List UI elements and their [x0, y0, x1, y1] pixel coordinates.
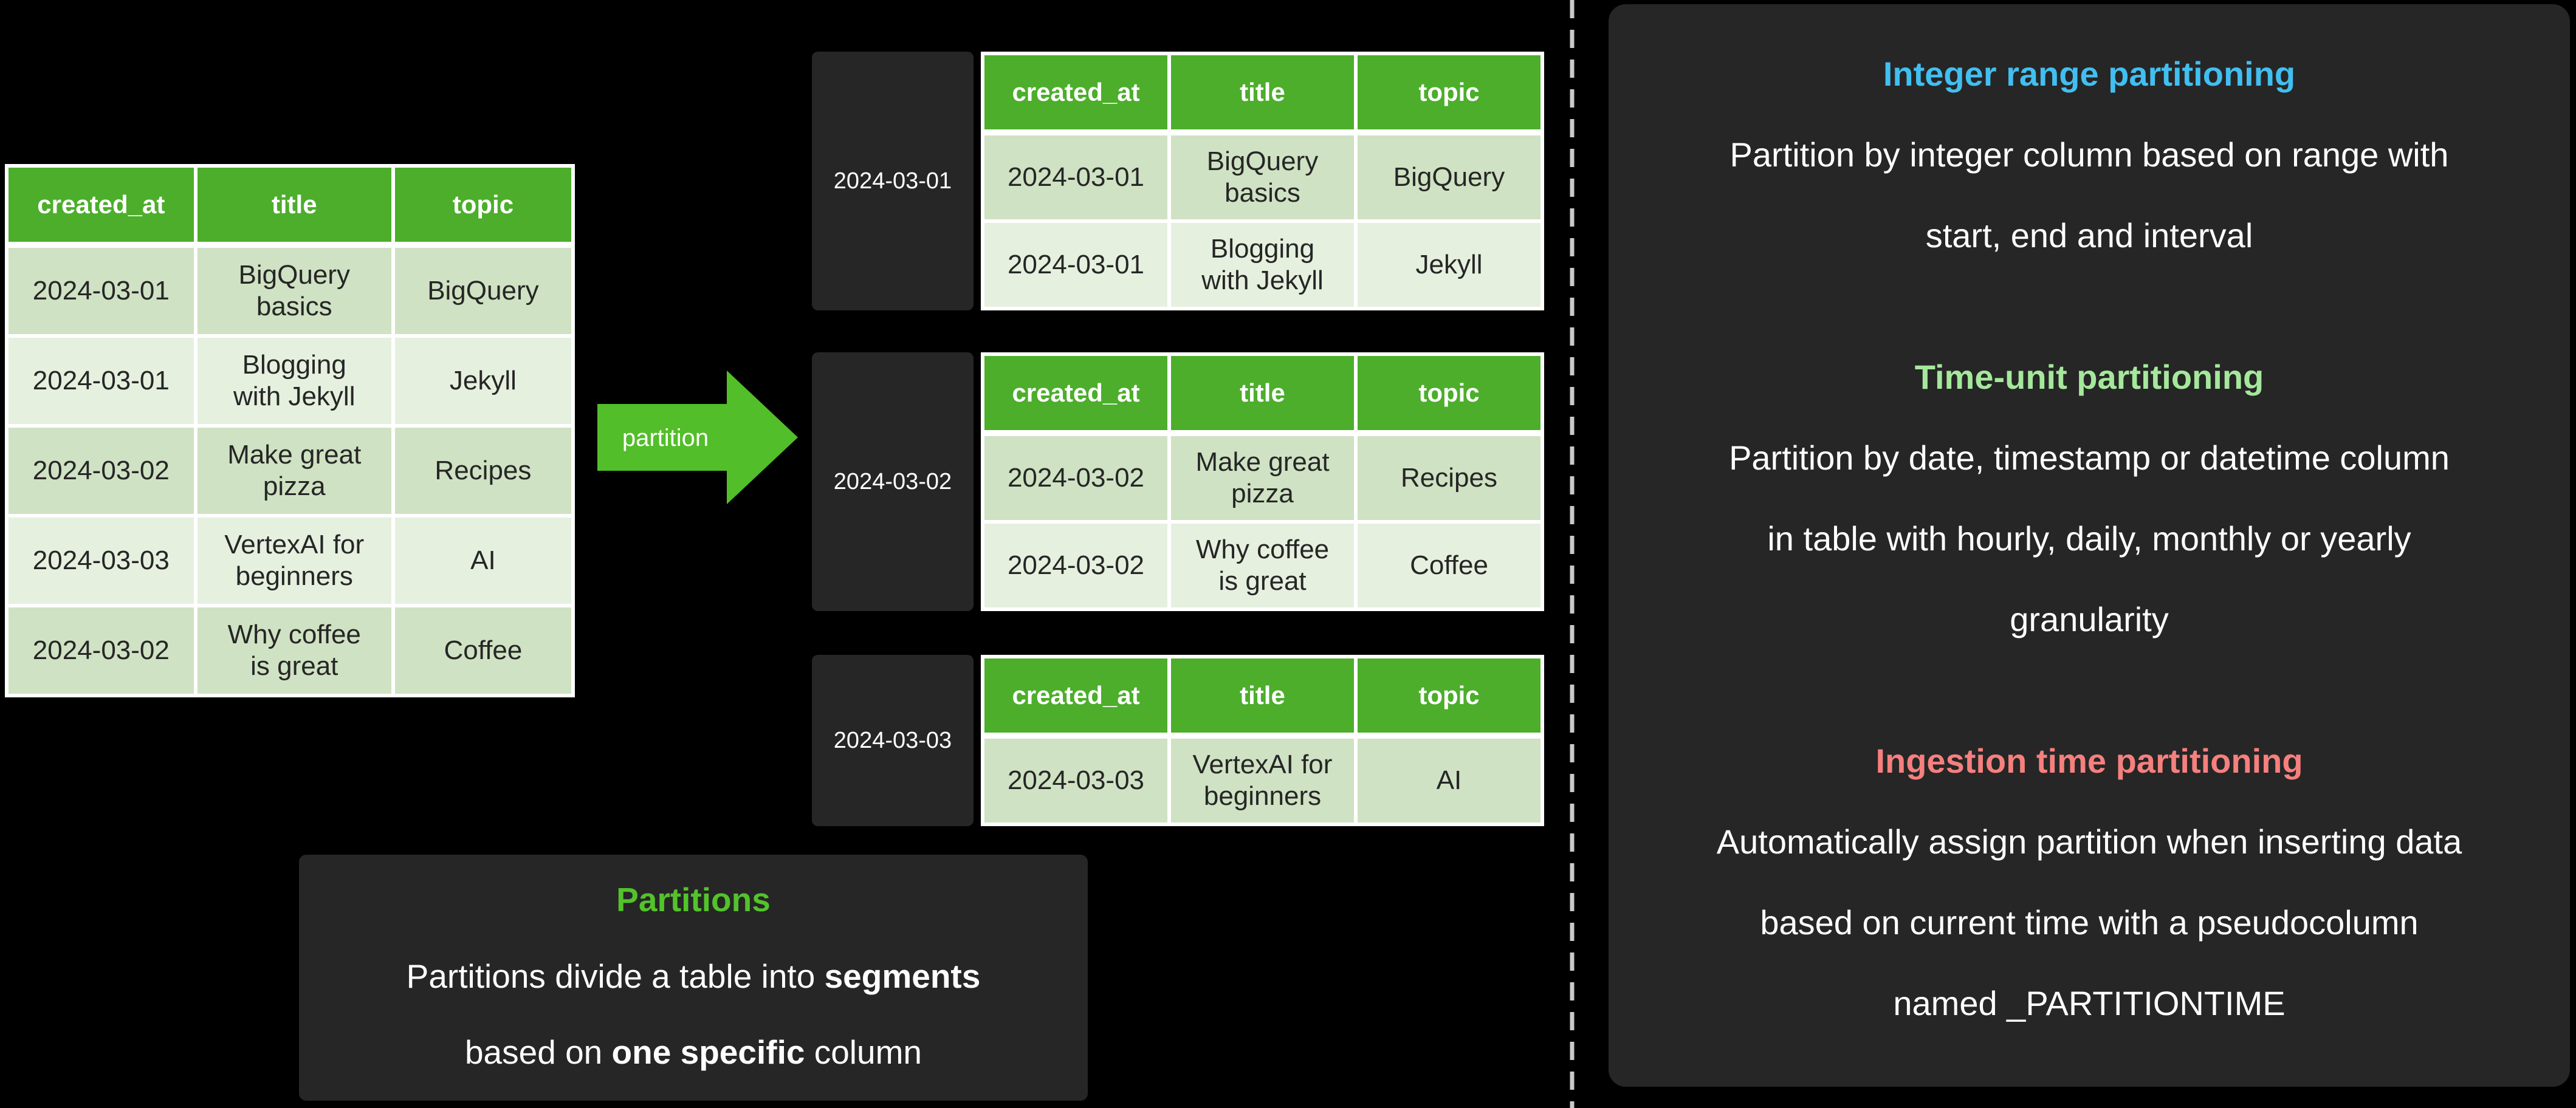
table-cell: BigQuery basics: [1171, 135, 1354, 219]
table-cell: BigQuery basics: [197, 248, 391, 334]
partition-table-header-created-at: created_at: [984, 55, 1167, 132]
partition-table-header-topic: topic: [1358, 356, 1540, 433]
table-cell: Why coffee is great: [1171, 524, 1354, 607]
table-cell: Why coffee is great: [197, 607, 391, 694]
partitions-definition-box: Partitions Partitions divide a table int…: [299, 855, 1088, 1101]
arrow-shape: [597, 371, 798, 504]
section-text-line: in table with hourly, daily, monthly or …: [1767, 519, 2411, 558]
partition-table-2: created_at title topic 2024-03-02 Make g…: [981, 352, 1544, 611]
table-cell: 2024-03-03: [9, 518, 194, 604]
section-text-line: based on current time with a pseudocolum…: [1760, 903, 2419, 942]
section-text-line: named _PARTITIONTIME: [1893, 984, 2286, 1022]
table-cell: Jekyll: [1358, 223, 1540, 307]
text-segment: column: [805, 1033, 922, 1071]
section-text-line: Automatically assign partition when inse…: [1716, 822, 2462, 861]
text-segment: based on: [464, 1033, 612, 1071]
table-cell: 2024-03-02: [9, 428, 194, 514]
partition-table-1: created_at title topic 2024-03-01 BigQue…: [981, 52, 1544, 310]
table-cell: Blogging with Jekyll: [197, 338, 391, 424]
table-cell: Jekyll: [394, 338, 571, 424]
table-cell: AI: [1358, 739, 1540, 822]
partition-key-2024-03-02: 2024-03-02: [812, 352, 974, 611]
arrow-label: partition: [622, 425, 709, 451]
partition-table-header-topic: topic: [1358, 55, 1540, 132]
table-cell: 2024-03-02: [984, 524, 1167, 607]
table-cell: BigQuery: [394, 248, 571, 334]
partitions-definition-line-1: Partitions divide a table into segments: [407, 957, 981, 996]
partition-table-header-topic: topic: [1358, 658, 1540, 735]
table-cell: Coffee: [1358, 524, 1540, 607]
section-text-line: Partition by date, timestamp or datetime…: [1729, 439, 2450, 477]
section-title: Ingestion time partitioning: [1875, 742, 2303, 780]
table-cell: 2024-03-02: [9, 607, 194, 694]
table-cell: 2024-03-01: [984, 135, 1167, 219]
partition-table-header-title: title: [1171, 356, 1354, 433]
text-segment-bold: one specific: [611, 1033, 805, 1071]
partitions-definition-line-2: based on one specific column: [465, 1033, 922, 1072]
section-text-line: Partition by integer column based on ran…: [1729, 135, 2449, 174]
text-segment: Partitions divide a table into: [406, 957, 825, 995]
partition-table-header-title: title: [1171, 658, 1354, 735]
table-cell: 2024-03-03: [984, 739, 1167, 822]
table-cell: 2024-03-01: [984, 223, 1167, 307]
partition-arrow: partition: [597, 371, 798, 504]
source-table-header-topic: topic: [394, 168, 571, 244]
section-text-line: granularity: [2010, 600, 2169, 638]
section-integer-range-partitioning: Integer range partitioning Partition by …: [1621, 33, 2558, 276]
text-segment-bold: segments: [824, 957, 981, 995]
source-table-header-title: title: [197, 168, 391, 244]
section-title: Integer range partitioning: [1883, 55, 2296, 93]
partition-key-2024-03-03: 2024-03-03: [812, 655, 974, 826]
source-table: created_at title topic 2024-03-01 BigQue…: [5, 164, 575, 697]
table-cell: Coffee: [394, 607, 571, 694]
dashed-separator: [1570, 0, 1575, 1108]
table-cell: Recipes: [394, 428, 571, 514]
partitions-definition-title: Partitions: [616, 881, 771, 918]
section-time-unit-partitioning: Time-unit partitioning Partition by date…: [1621, 337, 2558, 660]
partition-table-header-created-at: created_at: [984, 658, 1167, 735]
section-title: Time-unit partitioning: [1914, 358, 2264, 396]
partition-table-header-created-at: created_at: [984, 356, 1167, 433]
partition-table-header-title: title: [1171, 55, 1354, 132]
table-cell: 2024-03-01: [9, 248, 194, 334]
table-cell: BigQuery: [1358, 135, 1540, 219]
partitioning-types-panel: Integer range partitioning Partition by …: [1609, 4, 2570, 1087]
partition-table-3: created_at title topic 2024-03-03 Vertex…: [981, 655, 1544, 826]
table-cell: Make great pizza: [197, 428, 391, 514]
source-table-header-created-at: created_at: [9, 168, 194, 244]
partition-key-2024-03-01: 2024-03-01: [812, 52, 974, 310]
table-cell: 2024-03-01: [9, 338, 194, 424]
table-cell: Make great pizza: [1171, 436, 1354, 520]
table-cell: Blogging with Jekyll: [1171, 223, 1354, 307]
table-cell: VertexAI for beginners: [197, 518, 391, 604]
section-text-line: start, end and interval: [1925, 216, 2253, 255]
table-cell: 2024-03-02: [984, 436, 1167, 520]
table-cell: VertexAI for beginners: [1171, 739, 1354, 822]
section-ingestion-time-partitioning: Ingestion time partitioning Automaticall…: [1621, 720, 2558, 1044]
table-cell: AI: [394, 518, 571, 604]
table-cell: Recipes: [1358, 436, 1540, 520]
